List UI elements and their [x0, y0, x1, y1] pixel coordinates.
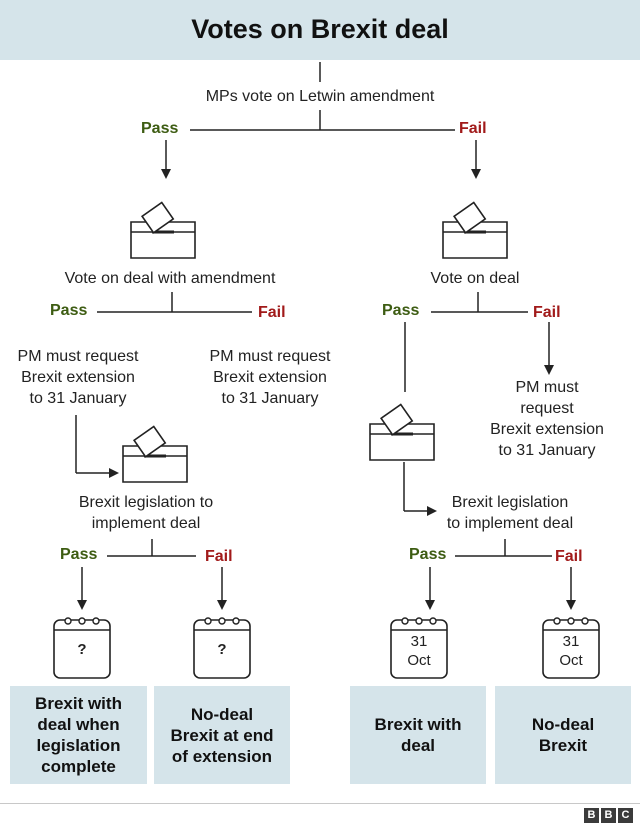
fail-label: Fail	[205, 548, 233, 565]
page-title: Votes on Brexit deal	[191, 14, 449, 44]
pass-label: Pass	[60, 546, 98, 563]
fail-label: Fail	[459, 120, 487, 137]
ballot-box-icon	[368, 403, 436, 462]
result-line: No-deal	[190, 704, 254, 724]
calendar-icon	[193, 617, 251, 679]
outcome-box-no-deal-end-of-extension: No-deal Brexit at end of extension	[154, 686, 290, 784]
calendar-month: Oct	[407, 652, 431, 669]
logo-letter: C	[618, 808, 633, 823]
logo-letter: B	[601, 808, 616, 823]
outcome-line: to 31 January	[221, 390, 319, 407]
bbc-logo: B B C	[584, 808, 633, 823]
header-band	[0, 0, 640, 60]
outcome-line: Brexit extension	[490, 421, 604, 438]
outcome-line: PM must request	[17, 348, 139, 365]
pass-label: Pass	[141, 120, 179, 137]
logo-letter: B	[584, 808, 599, 823]
fail-label: Fail	[258, 304, 286, 321]
legislation-line: implement deal	[91, 515, 201, 532]
result-line: legislation	[36, 736, 121, 755]
legislation-line: to implement deal	[446, 515, 574, 532]
vote-with-amendment-label: Vote on deal with amendment	[64, 270, 276, 287]
calendar-icon	[390, 617, 448, 679]
left-pass-outcome: PM must request Brexit extension to 31 J…	[0, 346, 156, 409]
letwin-vote-label: MPs vote on Letwin amendment	[205, 88, 435, 105]
left-fail-outcome: PM must request Brexit extension to 31 J…	[192, 346, 348, 409]
calendar-day: 31	[410, 633, 428, 650]
calendar-text: ?	[77, 641, 87, 658]
legislation-line: Brexit legislation	[451, 494, 569, 511]
ballot-box-icon	[121, 425, 189, 484]
outcome-line: Brexit extension	[213, 369, 327, 386]
result-line: deal	[400, 736, 436, 755]
outcome-box-no-deal-brexit: No-deal Brexit	[495, 686, 631, 784]
outcome-line: Brexit extension	[21, 369, 135, 386]
result-line: Brexit with	[35, 694, 122, 713]
calendar-text: 31 Oct	[543, 632, 599, 670]
result-line: Brexit with	[374, 715, 462, 734]
pass-label: Pass	[50, 302, 88, 319]
fail-label: Fail	[555, 548, 583, 565]
result-line: complete	[41, 757, 116, 776]
outcome-line: to 31 January	[29, 390, 127, 407]
result-line: Brexit at end	[170, 725, 274, 745]
outcome-line: to 31 January	[498, 442, 596, 459]
outcome-line: PM must	[515, 379, 579, 396]
result-line: deal when	[37, 715, 120, 734]
calendar-text: 31 Oct	[391, 632, 447, 670]
outcome-line: request	[520, 400, 574, 417]
calendar-icon	[53, 617, 111, 679]
right-legislation-label: Brexit legislation to implement deal	[410, 492, 610, 534]
left-legislation-label: Brexit legislation to implement deal	[46, 492, 246, 534]
calendar-text: ?	[217, 641, 227, 658]
outcome-line: PM must request	[209, 348, 331, 365]
outcome-box-brexit-with-deal: Brexit with deal	[350, 686, 486, 784]
legislation-line: Brexit legislation to	[78, 494, 214, 511]
ballot-box-icon	[129, 201, 197, 260]
calendar-month: Oct	[559, 652, 583, 669]
fail-label: Fail	[533, 304, 561, 321]
vote-on-deal-label: Vote on deal	[430, 270, 520, 287]
outcome-box-brexit-with-deal-when-complete: Brexit with deal when legislation comple…	[10, 686, 147, 784]
result-line: Brexit	[538, 736, 588, 755]
pass-label: Pass	[382, 302, 420, 319]
pass-label: Pass	[409, 546, 447, 563]
result-line: No-deal	[531, 715, 595, 734]
calendar-icon	[542, 617, 600, 679]
ballot-box-icon	[441, 201, 509, 260]
right-fail-outcome: PM must request Brexit extension to 31 J…	[472, 377, 622, 461]
footer-divider	[0, 803, 640, 804]
calendar-day: 31	[562, 633, 580, 650]
result-line: of extension	[171, 746, 273, 766]
